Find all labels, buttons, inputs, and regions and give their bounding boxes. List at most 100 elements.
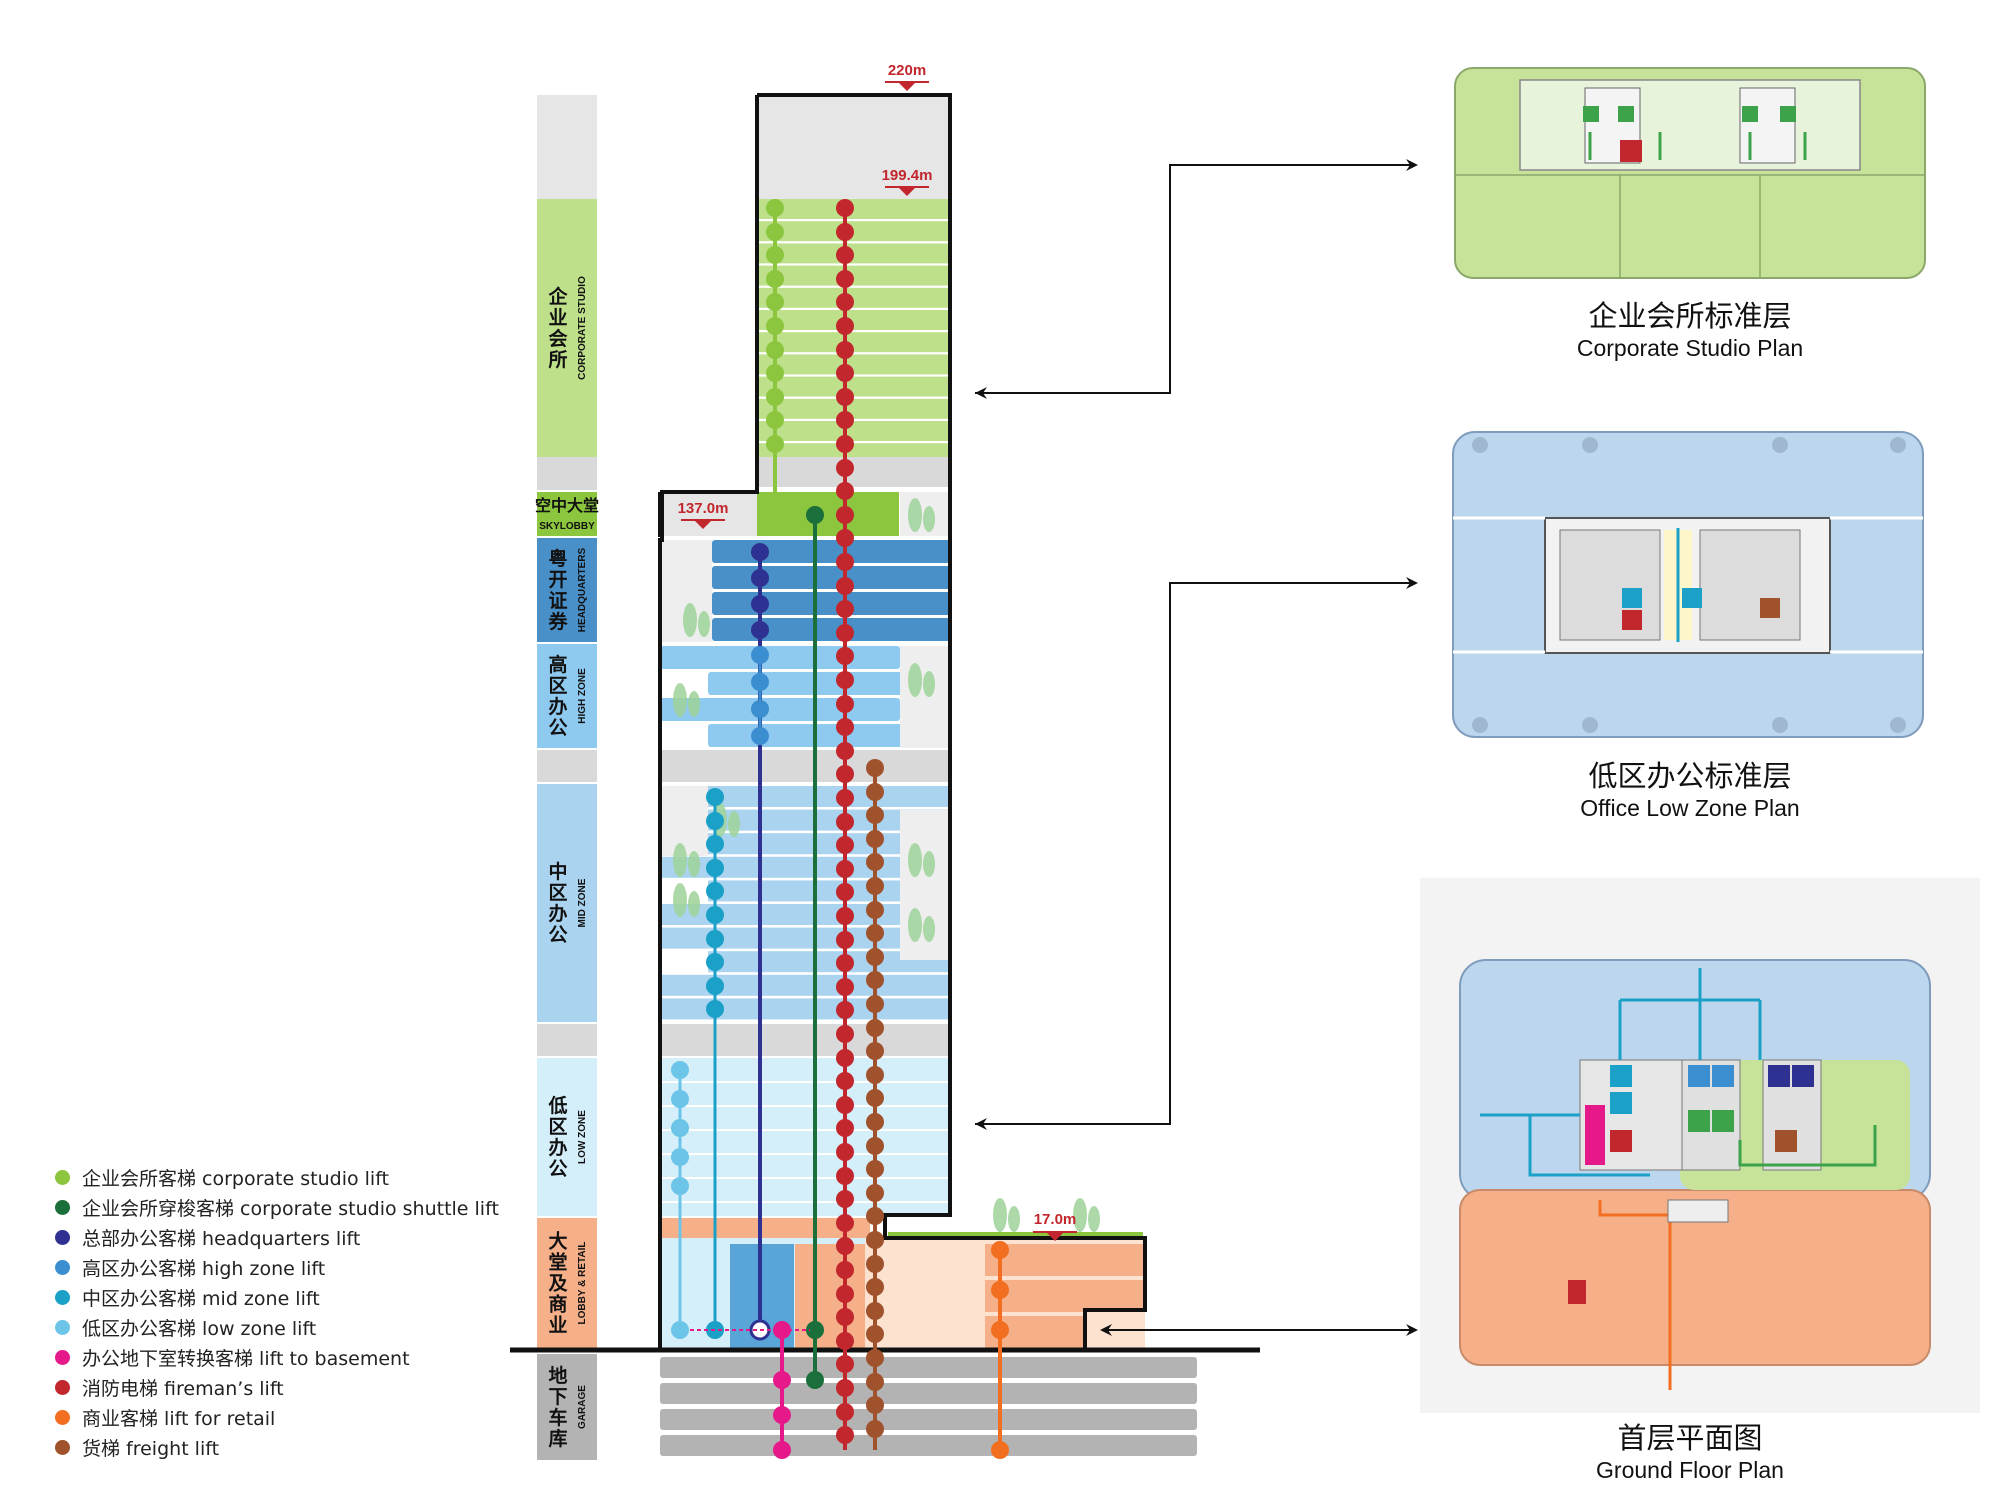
legend-swatch	[55, 1439, 70, 1455]
lift-stop	[751, 621, 769, 639]
lift-stop	[766, 199, 784, 217]
lift-stop	[991, 1441, 1009, 1459]
lift-stop	[773, 1406, 791, 1424]
lift-stop	[866, 1019, 884, 1037]
zone-label-en: LOBBY & RETAIL	[577, 1242, 588, 1325]
lift-stop	[866, 1420, 884, 1438]
height-marker-top: 220m	[885, 62, 929, 91]
lift-stop	[766, 388, 784, 406]
lift-stop	[706, 812, 724, 830]
plan-caption-en: Office Low Zone Plan	[1580, 795, 1800, 821]
lift-stop	[836, 270, 854, 288]
legend-label: 低区办公客梯 low zone lift	[82, 1317, 317, 1340]
legend-item: 总部办公客梯 headquarters lift	[55, 1222, 555, 1252]
legend-swatch	[55, 1319, 70, 1335]
lift-stop	[836, 223, 854, 241]
legend-label: 货梯 freight lift	[82, 1437, 220, 1460]
lift-stop	[836, 671, 854, 689]
lift-stop	[866, 877, 884, 895]
lift-stop	[766, 506, 784, 524]
building-section	[510, 93, 1260, 1456]
lift-stop	[836, 199, 854, 217]
lift-stop	[866, 1207, 884, 1225]
lift-mid-zone	[706, 788, 724, 1339]
lift-stop	[836, 813, 854, 831]
lift-stop	[836, 765, 854, 783]
lift-stop	[766, 270, 784, 288]
lift-stop	[806, 1321, 824, 1339]
legend-swatch	[55, 1349, 70, 1365]
lift-stop	[706, 977, 724, 995]
low-zone-floors	[660, 1058, 950, 1216]
lift-stop	[836, 459, 854, 477]
zone-block-low	[537, 1058, 597, 1216]
legend-swatch	[55, 1409, 70, 1425]
zone-label-en: MID ZONE	[577, 878, 588, 927]
lift-stop	[866, 995, 884, 1013]
height-marker-podium-mid: 137.0m	[678, 500, 729, 529]
legend-label: 高区办公客梯 high zone lift	[82, 1257, 326, 1280]
lift-retail	[991, 1241, 1009, 1459]
lift-stop	[866, 759, 884, 777]
lift-stop	[866, 830, 884, 848]
plan-caption-ground: 首层平面图 Ground Floor Plan	[1520, 1420, 1860, 1484]
lift-fireman	[836, 199, 854, 1450]
lift-stop	[836, 600, 854, 618]
lift-stop	[706, 1000, 724, 1018]
lift-stop	[766, 246, 784, 264]
legend-label: 商业客梯 lift for retail	[82, 1407, 276, 1430]
lift-stop	[836, 1119, 854, 1137]
plan-caption-corporate: 企业会所标准层 Corporate Studio Plan	[1520, 298, 1860, 362]
lift-stop	[866, 924, 884, 942]
lift-stop	[836, 1355, 854, 1373]
height-label: 137.0m	[678, 500, 729, 517]
legend-item: 低区办公客梯 low zone lift	[55, 1312, 555, 1342]
plan-caption-cn: 首层平面图	[1617, 1421, 1763, 1455]
lift-stop	[836, 1285, 854, 1303]
legend-item: 高区办公客梯 high zone lift	[55, 1252, 555, 1282]
corporate-studio-plan	[1420, 55, 1960, 290]
plan-caption-office: 低区办公标准层 Office Low Zone Plan	[1520, 758, 1860, 822]
lift-stop	[836, 1143, 854, 1161]
plan-caption-cn: 低区办公标准层	[1588, 759, 1792, 793]
lift-stop	[991, 1241, 1009, 1259]
lift-stop	[866, 948, 884, 966]
lift-stop	[836, 1308, 854, 1326]
lift-corporate-studio	[766, 199, 784, 524]
lift-stop	[671, 1090, 689, 1108]
lift-stop	[836, 1167, 854, 1185]
lift-stop	[836, 1237, 854, 1255]
lift-stop	[836, 647, 854, 665]
lift-stop	[706, 788, 724, 806]
lift-stop	[866, 1137, 884, 1155]
lift-stop	[766, 411, 784, 429]
lift-freight	[866, 759, 884, 1450]
zone-block-hq	[537, 538, 597, 642]
lift-stop	[866, 806, 884, 824]
lift-stop	[836, 435, 854, 453]
plan-caption-en: Corporate Studio Plan	[1576, 335, 1804, 361]
lift-stop	[836, 742, 854, 760]
lift-stop	[836, 789, 854, 807]
lift-stop	[836, 836, 854, 854]
lift-stop	[836, 506, 854, 524]
height-marker-roof: 199.4m	[882, 167, 933, 196]
height-label: 199.4m	[882, 167, 933, 184]
legend-item: 企业会所穿梭客梯 corporate studio shuttle lift	[55, 1192, 555, 1222]
lift-stop	[866, 901, 884, 919]
lift-stop	[866, 1113, 884, 1131]
lift-stop	[766, 293, 784, 311]
lift-stop	[836, 1001, 854, 1019]
lift-stop	[866, 1373, 884, 1391]
lift-stop	[836, 954, 854, 972]
legend-label: 消防电梯 fireman’s lift	[82, 1377, 284, 1400]
zone-label-en: SKYLOBBY	[539, 521, 595, 532]
lift-stop	[866, 1160, 884, 1178]
lift-stop	[836, 1261, 854, 1279]
zone-label-en: LOW ZONE	[577, 1110, 588, 1164]
